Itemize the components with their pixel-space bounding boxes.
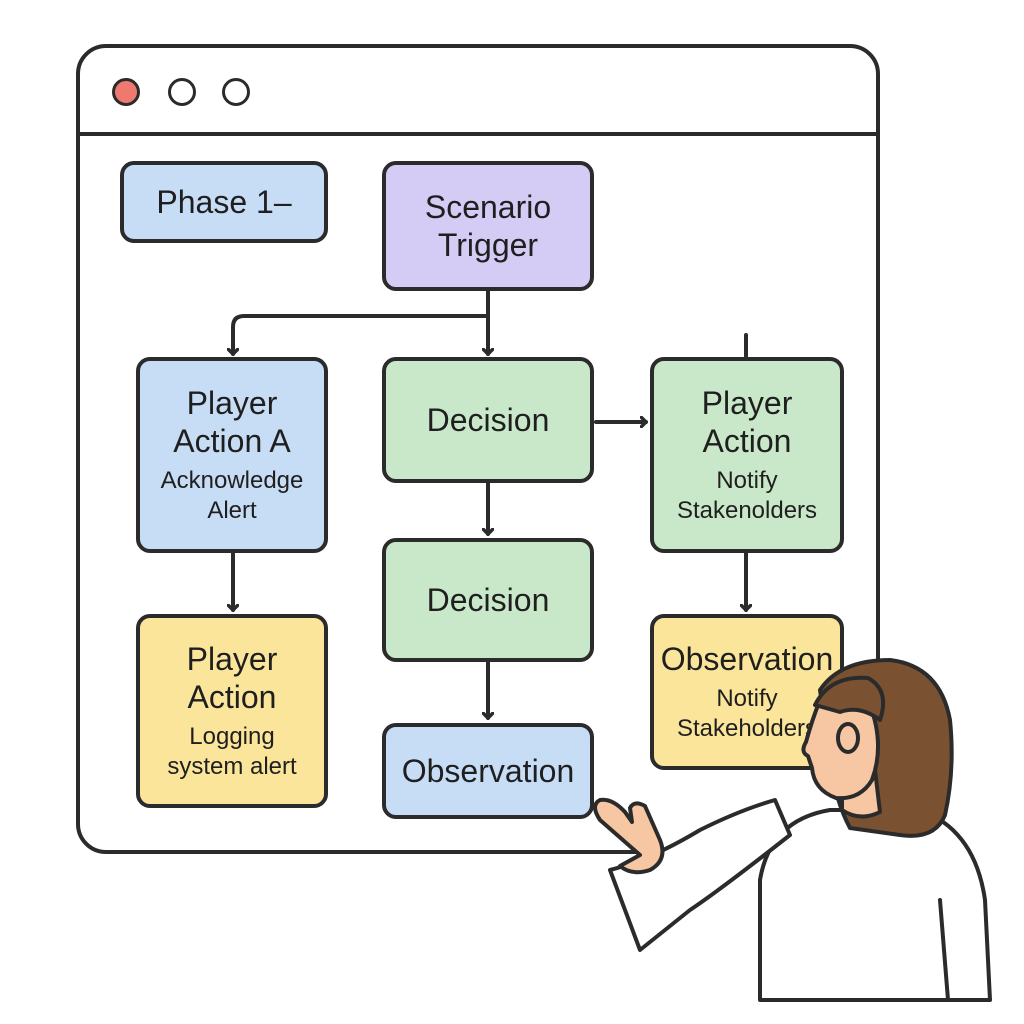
node-subtitle: Notify Stakenolders (676, 467, 818, 525)
node-title: Observation (660, 640, 834, 677)
title-bar (80, 48, 876, 136)
presenter-hand (593, 797, 665, 875)
node-title: Observation (401, 752, 575, 789)
node-player-action-logging[interactable]: Player Action Logging system alert (136, 614, 328, 808)
node-decision-1[interactable]: Decision (382, 357, 594, 483)
node-scenario-trigger[interactable]: Scenario Trigger (382, 161, 594, 291)
presenter-body (758, 808, 992, 1002)
close-window-icon[interactable] (112, 78, 140, 106)
arrow-trigger-to-action-a (233, 314, 490, 356)
minimize-window-icon[interactable] (168, 78, 196, 106)
node-player-action-a[interactable]: Player Action A Acknowledge Alert (136, 357, 328, 553)
node-player-action-right[interactable]: Player Action Notify Stakenolders (650, 357, 844, 553)
maximize-window-icon[interactable] (222, 78, 250, 106)
node-subtitle: Acknowledge Alert (160, 467, 304, 525)
node-title: Scenario Trigger (424, 188, 552, 263)
presenter-shirt-seam (938, 898, 950, 1002)
presenter-ear (836, 722, 860, 754)
node-decision-2[interactable]: Decision (382, 538, 594, 662)
node-title: Player Action A (173, 384, 291, 459)
node-subtitle: Notify Stakeholders (676, 685, 818, 743)
node-observation-center[interactable]: Observation (382, 723, 594, 819)
phase-label: Phase 1– (156, 183, 292, 220)
presenter-hair-fringe (813, 675, 885, 722)
phase-label-box: Phase 1– (120, 161, 328, 243)
node-title: Player Action (186, 640, 278, 715)
node-title: Decision (426, 401, 550, 438)
node-title: Player Action (701, 384, 793, 459)
node-title: Decision (426, 581, 550, 618)
node-subtitle: Logging system alert (167, 723, 297, 781)
